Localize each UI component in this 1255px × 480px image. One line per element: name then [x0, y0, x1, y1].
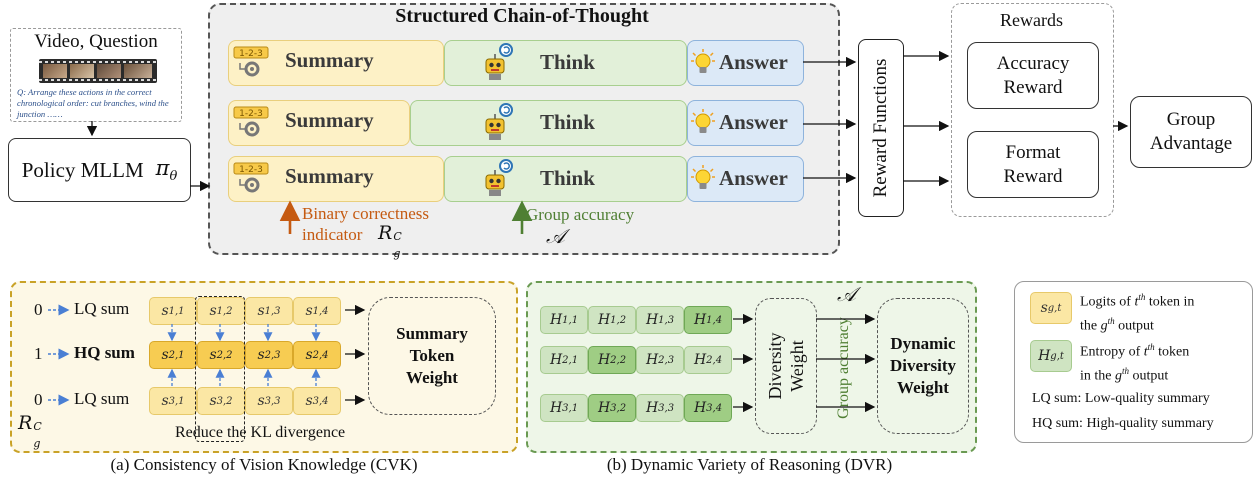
legend-lq-def: LQ sum: Low-quality summary	[1032, 391, 1210, 406]
think-label: Think	[540, 110, 595, 134]
lightbulb-icon	[690, 164, 716, 192]
policy-mllm-box: Policy MLLM πθ	[8, 138, 191, 202]
steps-gear-icon: 1-2-3	[232, 44, 270, 80]
summary-label: Summary	[285, 108, 374, 132]
cvk-indicator: 1	[34, 344, 43, 363]
reward-functions-label: Reward Functions	[870, 58, 891, 198]
column-highlight	[195, 296, 245, 442]
diversity-weight-box: Diversity Weight	[755, 298, 817, 434]
think-box	[444, 40, 687, 86]
structured-cot-title: Structured Chain-of-Thought	[395, 5, 649, 27]
diversity-weight-label: Diversity Weight	[765, 332, 807, 400]
group-accuracy-vertical: Group accuracy	[835, 317, 852, 419]
svg-text:1-2-3: 1-2-3	[239, 165, 263, 175]
group-accuracy-label: Group accuracy	[526, 205, 635, 224]
legend-h-desc: Entropy of tth token in the gth output	[1080, 342, 1190, 384]
lightbulb-icon	[690, 108, 716, 136]
lq-sum-label: LQ sum	[74, 389, 130, 408]
group-accuracy-symbol: 𝒜	[546, 224, 565, 248]
legend-s-desc: Logits of tth token in the gth output	[1080, 292, 1195, 334]
binary-indicator-label: Binary correctness indicator	[302, 204, 429, 244]
svg-text:1-2-3: 1-2-3	[239, 49, 263, 59]
robot-icon	[484, 102, 514, 142]
lq-sum-label: LQ sum	[74, 299, 130, 318]
policy-mllm-label: Policy MLLM	[21, 157, 144, 182]
answer-label: Answer	[719, 50, 788, 74]
hq-sum-label: HQ sum	[74, 343, 135, 362]
think-box	[410, 100, 687, 146]
accuracy-symbol: 𝒜	[837, 282, 856, 306]
video-frames-icon	[39, 59, 157, 83]
rewards-title: Rewards	[1000, 10, 1063, 30]
cvk-caption: (a) Consistency of Vision Knowledge (CVK…	[110, 455, 418, 474]
reward-functions-box: Reward Functions	[858, 39, 904, 217]
cvk-indicator: 0	[34, 300, 43, 319]
video-question-box: Video, Question Q: Arrange these actions…	[10, 28, 182, 122]
lightbulb-icon	[690, 48, 716, 76]
legend-hq-def: HQ sum: High-quality summary	[1032, 416, 1214, 431]
accuracy-reward-box: Accuracy Reward	[967, 42, 1099, 109]
video-question-text: Q: Arrange these actions in the correct …	[17, 87, 169, 119]
summary-token-weight-box: Summary Token Weight	[368, 297, 496, 415]
summary-label: Summary	[285, 48, 374, 72]
steps-gear-icon: 1-2-3	[232, 160, 270, 196]
think-box	[444, 156, 687, 202]
answer-label: Answer	[719, 166, 788, 190]
video-question-title: Video, Question	[34, 31, 158, 52]
answer-label: Answer	[719, 110, 788, 134]
policy-symbol: πθ	[155, 155, 178, 185]
kl-divergence-text: Reduce the KL divergence	[175, 424, 346, 441]
cvk-indicator: 0	[34, 390, 43, 409]
think-label: Think	[540, 166, 595, 190]
robot-icon	[484, 158, 514, 198]
format-reward-box: Format Reward	[967, 131, 1099, 198]
group-advantage-box: Group Advantage	[1130, 96, 1252, 168]
dvr-caption: (b) Dynamic Variety of Reasoning (DVR)	[606, 455, 893, 474]
dynamic-diversity-weight-box: Dynamic Diversity Weight	[877, 298, 969, 434]
summary-label: Summary	[285, 164, 374, 188]
steps-gear-icon: 1-2-3	[232, 104, 270, 140]
think-label: Think	[540, 50, 595, 74]
robot-icon	[484, 42, 514, 82]
svg-text:1-2-3: 1-2-3	[239, 109, 263, 119]
